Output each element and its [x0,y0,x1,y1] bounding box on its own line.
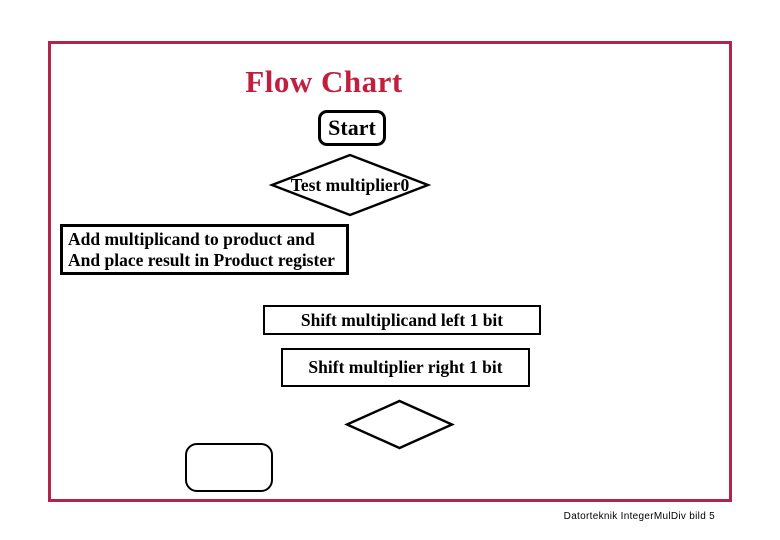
slide-title: Flow Chart [245,64,403,99]
process-shift-multiplicand-node: Shift multiplicand left 1 bit [263,305,541,335]
flowchart-start-node: Start [318,110,386,146]
process-add-line2: And place result in Product register [68,250,335,270]
slide: Flow Chart Start Test multiplier0 Add mu… [48,41,732,502]
process-shift-multiplier-node: Shift multiplier right 1 bit [281,348,530,387]
process-add-multiplicand-node: Add multiplicand to product and And plac… [60,224,349,275]
start-node-label: Start [328,115,376,140]
process-add-line1: Add multiplicand to product and [68,229,315,249]
process-shift-multiplier-label: Shift multiplier right 1 bit [308,357,503,377]
slide-footer: Datorteknik IntegerMulDiv bild 5 [563,511,715,522]
terminal-empty-node [185,443,273,492]
decision-test-label: Test multiplier0 [290,175,410,195]
process-shift-multiplicand-label: Shift multiplicand left 1 bit [300,309,504,330]
decision-empty-diamond-shape [344,399,455,450]
